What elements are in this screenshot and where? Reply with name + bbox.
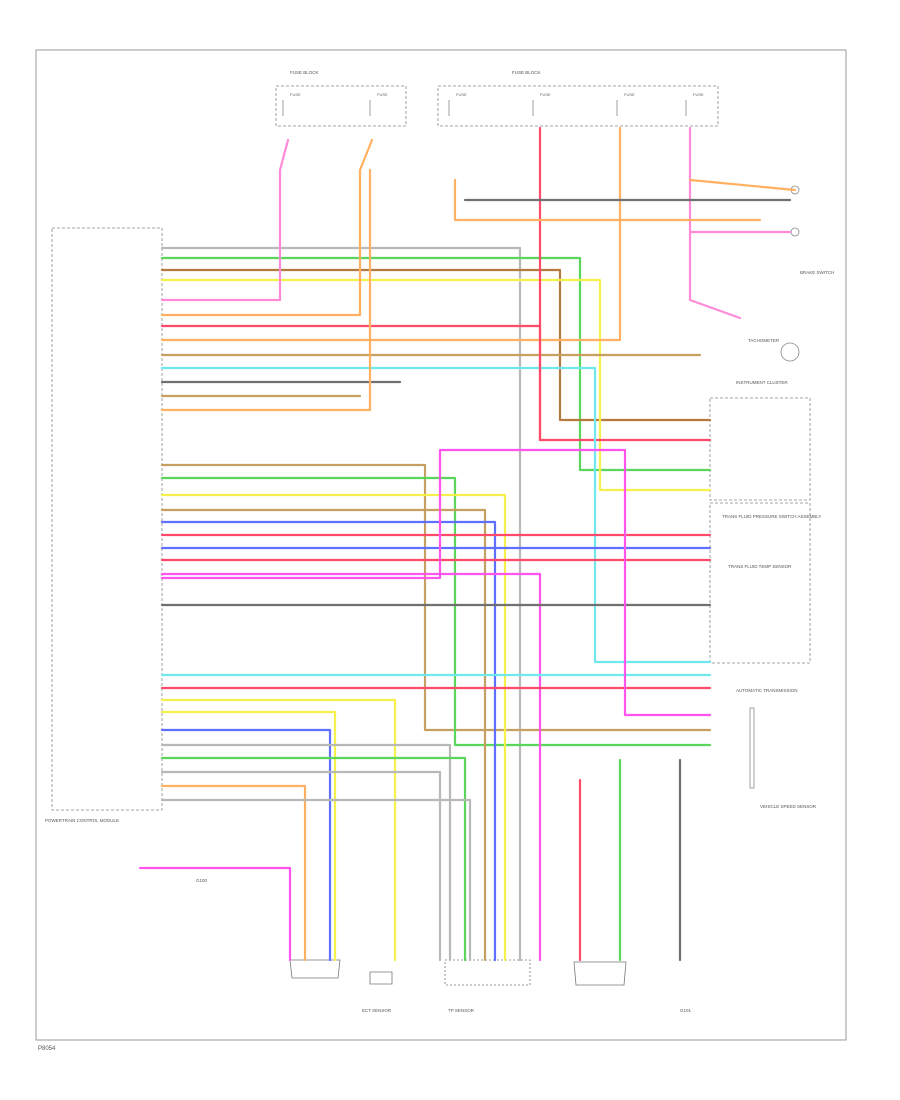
fuse-block-top [275,85,719,127]
wire-magenta-33 [160,448,712,717]
svg-text:FUSE: FUSE [377,92,388,97]
fuse-label-2: FUSE BLOCK [512,70,541,75]
wire-orange-31 [160,784,307,962]
tp-sensor-label: TP SENSOR [448,1008,475,1013]
svg-text:FUSE: FUSE [456,92,467,97]
wire-pink-4 [160,138,290,302]
g100-label: G100 [196,878,208,883]
wire-brown-2 [160,268,712,422]
wire-tan-16 [160,508,487,962]
wire-cyan-9 [160,366,712,664]
wire-gray-28 [160,743,452,962]
wire-yellow-15 [160,493,507,962]
wire-yellow-3 [160,278,712,492]
wire-green-29 [160,756,467,962]
pcm-label: POWERTRAIN CONTROL MODULE [45,818,119,823]
fuse-label-1: FUSE BLOCK [290,70,319,75]
svg-text:FUSE: FUSE [290,92,301,97]
wire-gray-30 [160,770,442,962]
tfp-label: TRANS FLUID PRESSURE SWITCH ASSEMBLY [722,514,821,519]
tft-label: TRANS FLUID TEMP SENSOR [728,564,792,569]
pcm-connector: POWERTRAIN CONTROL MODULE [45,227,163,823]
wire-orange-37 [688,178,797,192]
svg-text:FUSE: FUSE [693,92,704,97]
wire-pink-36 [688,126,742,320]
brake-switch-label: BRAKE SWITCH [800,270,834,275]
wire-yellow-26 [160,710,337,962]
diagram-id: P8054 [38,1046,56,1052]
wire-blue-17 [160,520,497,962]
svg-text:FUSE: FUSE [624,92,635,97]
wire-gray-0 [160,246,522,962]
wire-orange-38 [453,178,762,222]
right-blocks [709,185,811,789]
wire-yellow-25 [160,698,397,962]
diagram-frame [35,49,847,1041]
wire-magenta-21 [160,572,542,962]
wire-tan-13 [160,463,712,732]
svg-text:FUSE: FUSE [540,92,551,97]
wire-magenta-34 [138,866,292,962]
wire-green-1 [160,256,712,472]
ect-sensor-label: ECT SENSOR [362,1008,392,1013]
vss-label: VEHICLE SPEED SENSOR [760,804,817,809]
instrument-cluster-label: INSTRUMENT CLUSTER [736,380,788,385]
wire-orange-5 [160,138,374,317]
wire-gray-32 [160,798,472,962]
wire-blue-27 [160,728,332,962]
wire-orange-12 [160,168,372,412]
wire-orange-7 [160,126,622,342]
bottom-sensors [289,959,627,986]
wire-traces [138,126,797,962]
g101-label: G101 [680,1008,692,1013]
tach-label: TACHOMETER [748,338,780,343]
wire-green-14 [160,476,712,747]
auto-trans-label: AUTOMATIC TRANSMISSION [736,688,798,693]
